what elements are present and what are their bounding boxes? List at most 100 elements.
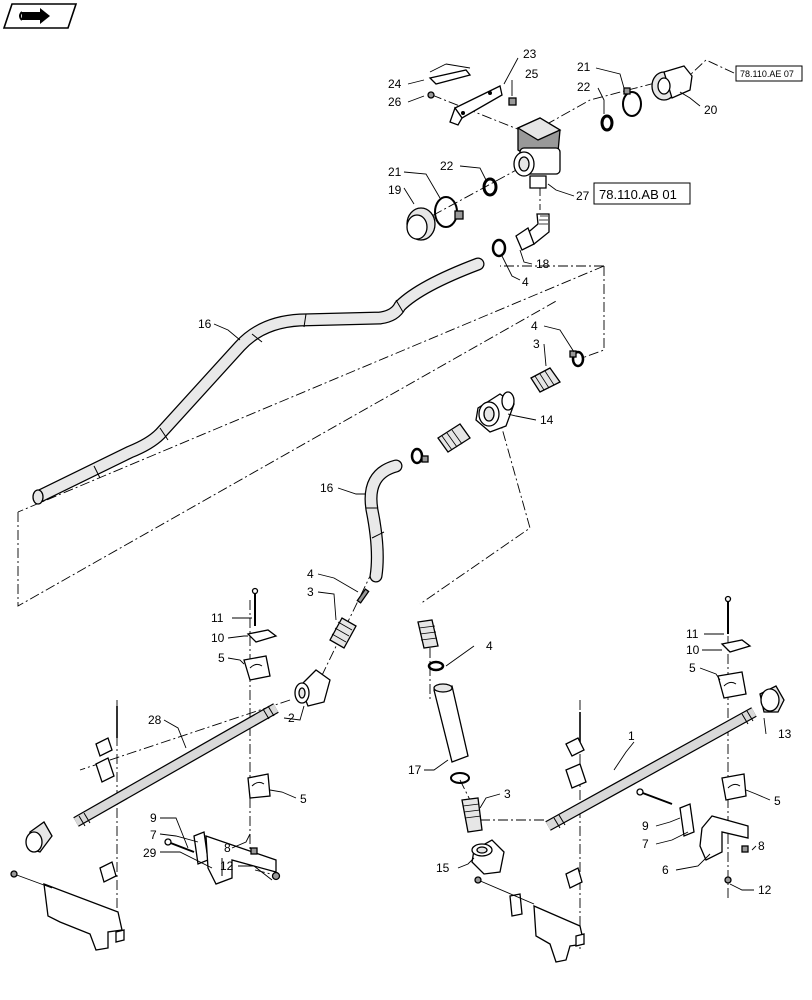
callout-22-top: 22 [577, 80, 591, 94]
clamp-half-5-right-bottom [721, 773, 747, 801]
callout-9-left: 9 [150, 811, 157, 825]
callout-11-left: 11 [211, 611, 224, 625]
bolt-11-right [724, 595, 732, 634]
callout-7-left: 7 [150, 828, 157, 842]
ring-22-top [600, 114, 614, 132]
callout-10-left: 10 [211, 631, 225, 645]
cap-19 [406, 207, 436, 241]
callout-2: 2 [288, 711, 295, 725]
elbow-2 [294, 669, 331, 707]
callout-16-short: 16 [320, 481, 334, 495]
valve-27 [513, 117, 562, 189]
clamp-half-5-right-top [717, 671, 747, 699]
callout-5-right-bottom: 5 [774, 794, 781, 808]
clamp-half-5-left-top [243, 655, 271, 681]
callout-3-c: 3 [504, 787, 511, 801]
barb-3-a [530, 367, 561, 393]
reference-ae07-text: 78.110.AE 07 [740, 69, 794, 79]
nut-12-left [271, 871, 281, 881]
callout-7-right: 7 [642, 837, 649, 851]
nut-8-right [741, 845, 749, 853]
callout-4-a: 4 [522, 275, 529, 289]
callout-8-left: 8 [224, 841, 231, 855]
callout-12-right: 12 [758, 883, 772, 897]
callout-10-right: 10 [686, 643, 700, 657]
callout-21-top: 21 [577, 60, 591, 74]
book-arrow-icon[interactable] [2, 3, 78, 29]
clamp-4-a [491, 238, 507, 258]
leader-lines [159, 57, 771, 891]
elbow-18 [515, 213, 550, 251]
barb-3-d [417, 619, 439, 649]
clamp-21-top [622, 87, 642, 117]
bracket-6 [699, 815, 749, 861]
bracket-29 [205, 835, 277, 885]
nut-26 [427, 91, 435, 99]
callout-6: 6 [662, 863, 669, 877]
clamp-4-d [356, 588, 370, 604]
reference-box-ae07[interactable]: 78.110.AE 07 [735, 65, 803, 82]
clamp-4-c [410, 447, 429, 465]
reference-box-ab01[interactable]: 78.110.AB 01 [593, 182, 691, 205]
callout-27: 27 [576, 189, 590, 203]
plate-7-right [679, 803, 695, 837]
nut-8-left [250, 847, 258, 855]
bolt-9-left [164, 838, 195, 853]
bracket-23 [449, 85, 503, 126]
callout-25: 25 [525, 67, 539, 81]
end-cap-left [25, 821, 53, 853]
callout-17: 17 [408, 763, 422, 777]
cap-20 [651, 65, 693, 101]
callout-26: 26 [388, 95, 402, 109]
clamp-21-left [434, 196, 464, 228]
clamp-half-5-left-bottom [247, 773, 271, 799]
barb-3-e [461, 797, 483, 833]
frame-right [474, 712, 587, 963]
callout-13: 13 [778, 727, 792, 741]
callout-16-long: 16 [198, 317, 212, 331]
callout-8-right: 8 [758, 839, 765, 853]
tee-14 [475, 391, 515, 433]
callout-labels: 23 24 25 26 21 22 20 21 22 19 27 18 4 16… [143, 47, 792, 897]
reference-ab01-text: 78.110.AB 01 [599, 187, 677, 202]
nut-12-right [724, 876, 732, 884]
callout-5-left-top: 5 [218, 651, 225, 665]
clamp-4-e [427, 660, 445, 672]
u-bolt-24 [428, 63, 472, 85]
callout-21-left: 21 [388, 165, 402, 179]
bolt-11-left [251, 587, 259, 626]
callout-14: 14 [540, 413, 554, 427]
end-cap-13 [759, 685, 785, 713]
callout-1: 1 [628, 729, 635, 743]
callout-29: 29 [143, 846, 157, 860]
callout-9-right: 9 [642, 819, 649, 833]
bolt-9-right [636, 788, 673, 805]
callout-4-d: 4 [486, 639, 493, 653]
frame-left [10, 706, 125, 951]
elbow-15 [471, 839, 505, 875]
pipe-1 [545, 707, 757, 831]
callout-22-left: 22 [440, 159, 454, 173]
callout-4-b: 4 [531, 319, 538, 333]
callout-3-a: 3 [533, 337, 540, 351]
callout-11-right: 11 [686, 627, 699, 641]
callout-28: 28 [148, 713, 162, 727]
hose-17 [433, 683, 469, 763]
ring-4-lower [450, 772, 470, 784]
plate-10-left [246, 629, 278, 643]
callout-15: 15 [436, 861, 450, 875]
callout-24: 24 [388, 77, 402, 91]
callout-23: 23 [523, 47, 537, 61]
clamp-4-b [569, 350, 585, 368]
callout-3-b: 3 [307, 585, 314, 599]
callout-20: 20 [704, 103, 718, 117]
barb-3-b [437, 423, 471, 453]
callout-4-c: 4 [307, 567, 314, 581]
callout-5-right-top: 5 [689, 661, 696, 675]
pipe-28 [73, 703, 279, 827]
hose-16-short [364, 459, 403, 583]
callout-12-left: 12 [220, 859, 234, 873]
callout-5-left-bottom: 5 [300, 792, 307, 806]
nut-25 [508, 97, 517, 106]
